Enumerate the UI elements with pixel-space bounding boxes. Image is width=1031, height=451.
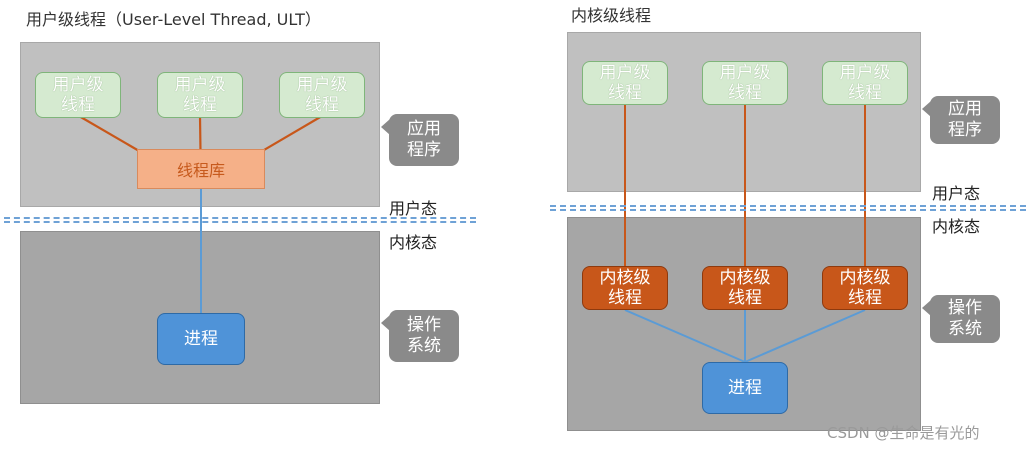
right-user-thread-2: 用户级线程 [702,61,788,105]
right-app-label-pointer [922,101,931,117]
right-process-node: 进程 [702,362,788,414]
right-kernel-thread-1: 内核级线程 [582,266,668,310]
right-os-label-pointer [922,300,931,316]
left-app-label-pointer [381,119,390,135]
right-app-label: 应用程序 [930,96,1000,144]
left-os-label-pointer [381,315,390,331]
left-app-label: 应用程序 [389,114,459,166]
right-mode-boundary-line-2 [550,209,1026,211]
right-user-mode-label: 用户态 [932,184,981,203]
left-os-label: 操作系统 [389,310,459,362]
right-mode-boundary-line-1 [550,205,1026,207]
left-diagram-title: 用户级线程（User-Level Thread, ULT） [26,10,321,29]
left-process-node: 进程 [157,313,245,365]
right-os-label: 操作系统 [930,295,1000,343]
right-user-thread-1: 用户级线程 [582,61,668,105]
left-mode-boundary-line-1 [4,217,476,219]
left-thread-library: 线程库 [137,149,265,189]
left-user-thread-3: 用户级线程 [279,72,365,118]
right-kernel-thread-2: 内核级线程 [702,266,788,310]
left-user-mode-label: 用户态 [389,199,438,218]
left-kernel-mode-label: 内核态 [389,233,438,252]
right-kernel-mode-label: 内核态 [932,217,981,236]
right-diagram-title: 内核级线程 [571,6,652,25]
watermark: CSDN @生命是有光的 [827,424,980,442]
right-kernel-thread-3: 内核级线程 [822,266,908,310]
right-user-thread-3: 用户级线程 [822,61,908,105]
right-user-space-region [567,32,921,192]
left-user-thread-2: 用户级线程 [157,72,243,118]
left-user-thread-1: 用户级线程 [35,72,121,118]
left-mode-boundary-line-2 [4,221,476,223]
